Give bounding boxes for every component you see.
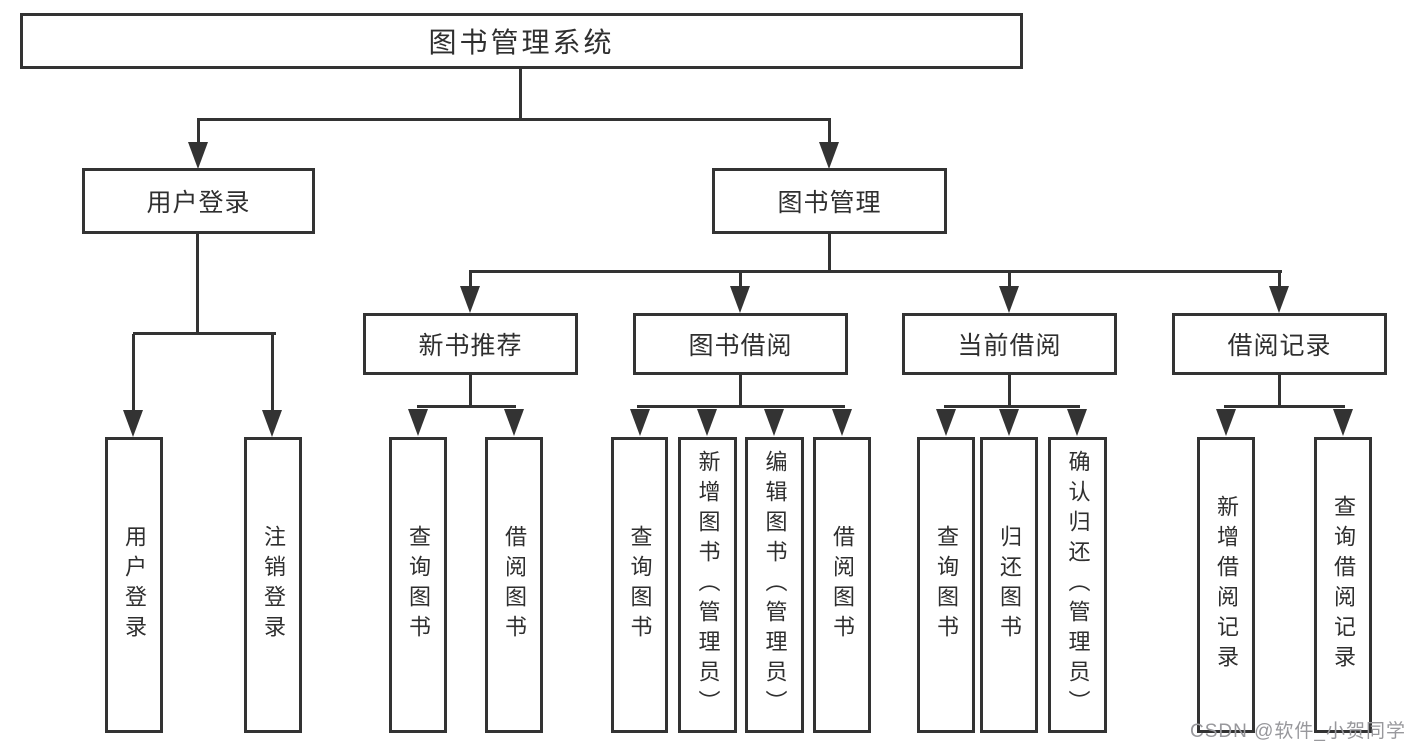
node-label: 借阅记录 (1227, 332, 1332, 360)
leaf-query-books-1: 查询图书 (389, 437, 447, 733)
arrow-g1-leaf2 (504, 409, 524, 436)
connector-borrow-records-drop (1278, 272, 1281, 287)
leaf-label: 确认归还（管理员） (1065, 450, 1091, 720)
node-label: 新书推荐 (418, 332, 523, 360)
connector-g1-stem (469, 375, 472, 407)
arrow-g3-leaf2 (999, 409, 1019, 436)
node-book-management: 图书管理 (712, 168, 947, 234)
leaf-logout: 注销登录 (244, 437, 302, 733)
connector-g1-rail (417, 405, 516, 408)
connector-login-leaf2-drop (271, 334, 274, 410)
connector-root-stem (519, 69, 522, 119)
arrow-to-borrow-records (1269, 286, 1289, 313)
connector-book-mgmt-stem (828, 234, 831, 271)
connector-g3-stem (1008, 375, 1011, 407)
connector-root-rail (197, 118, 831, 121)
leaf-label: 新增图书（管理员） (695, 450, 721, 720)
connector-g4-stem (1278, 375, 1281, 407)
arrow-g2-leaf2 (697, 409, 717, 436)
connector-g2-stem (739, 375, 742, 407)
connector-g4-rail (1224, 405, 1345, 408)
node-label: 图书管理系统 (428, 27, 615, 58)
connector-user-login-rail (133, 332, 276, 335)
leaf-edit-books-admin: 编辑图书（管理员） (745, 437, 804, 733)
leaf-label: 查询图书 (406, 525, 431, 645)
connector-login-leaf1-drop (132, 334, 135, 410)
arrow-g2-leaf3 (764, 409, 784, 436)
node-user-login: 用户登录 (82, 168, 315, 234)
node-label: 当前借阅 (957, 332, 1062, 360)
leaf-label: 借阅图书 (830, 525, 855, 645)
leaf-label: 查询图书 (627, 525, 653, 645)
leaf-label: 编辑图书（管理员） (762, 450, 788, 720)
leaf-label: 注销登录 (261, 525, 286, 645)
leaf-label: 新增借阅记录 (1214, 495, 1239, 675)
leaf-add-books-admin: 新增图书（管理员） (678, 437, 737, 733)
node-label: 图书借阅 (688, 332, 793, 360)
node-label: 用户登录 (146, 189, 251, 217)
arrow-to-login-leaf1 (123, 410, 143, 437)
connector-g3-rail (944, 405, 1080, 408)
csdn-watermark: CSDN @软件_小贺同学 (1190, 721, 1405, 742)
arrow-g3-leaf3 (1067, 409, 1087, 436)
node-label: 图书管理 (777, 189, 882, 217)
leaf-borrow-books-2: 借阅图书 (813, 437, 871, 733)
arrow-g2-leaf4 (832, 409, 852, 436)
leaf-query-books-3: 查询图书 (917, 437, 975, 733)
connector-book-mgmt-rail (469, 270, 1282, 273)
arrow-to-user-login (188, 142, 208, 169)
node-library-system: 图书管理系统 (20, 13, 1023, 69)
arrow-g3-leaf1 (936, 409, 956, 436)
arrow-to-book-borrow (730, 286, 750, 313)
leaf-label: 查询借阅记录 (1331, 495, 1356, 675)
leaf-query-books-2: 查询图书 (611, 437, 668, 733)
connector-current-borrow-drop (1008, 272, 1011, 287)
arrow-to-new-books (460, 286, 480, 313)
node-current-borrowing: 当前借阅 (902, 313, 1117, 375)
arrow-to-book-mgmt (819, 142, 839, 169)
leaf-confirm-return-admin: 确认归还（管理员） (1048, 437, 1107, 733)
connector-g2-rail (637, 405, 845, 408)
leaf-query-borrow-record: 查询借阅记录 (1314, 437, 1372, 733)
leaf-borrow-books-1: 借阅图书 (485, 437, 543, 733)
arrow-g1-leaf1 (408, 409, 428, 436)
node-borrowing-records: 借阅记录 (1172, 313, 1387, 375)
node-new-book-recommend: 新书推荐 (363, 313, 578, 375)
connector-new-books-drop (469, 272, 472, 287)
arrow-g4-leaf2 (1333, 409, 1353, 436)
node-book-borrowing: 图书借阅 (633, 313, 848, 375)
connector-user-login-stem (196, 233, 199, 334)
connector-user-login-drop (197, 120, 200, 143)
leaf-label: 归还图书 (997, 525, 1022, 645)
connector-book-borrow-drop (739, 272, 742, 287)
leaf-label: 用户登录 (122, 525, 147, 645)
connector-book-mgmt-drop (828, 120, 831, 143)
arrow-to-current-borrow (999, 286, 1019, 313)
leaf-add-borrow-record: 新增借阅记录 (1197, 437, 1255, 733)
arrow-g4-leaf1 (1216, 409, 1236, 436)
leaf-return-books: 归还图书 (980, 437, 1038, 733)
arrow-to-login-leaf2 (262, 410, 282, 437)
leaf-label: 查询图书 (934, 525, 959, 645)
leaf-user-login: 用户登录 (105, 437, 163, 733)
arrow-g2-leaf1 (630, 409, 650, 436)
leaf-label: 借阅图书 (502, 525, 527, 645)
